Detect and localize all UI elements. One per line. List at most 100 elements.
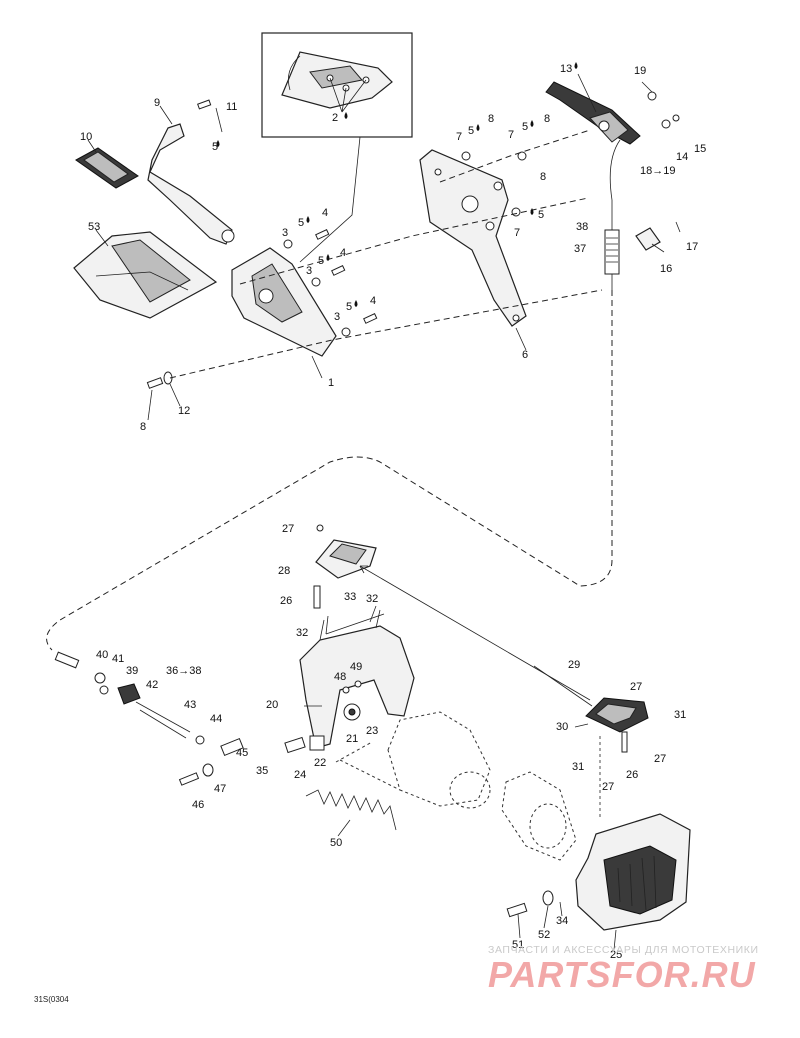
leader-lines xyxy=(87,73,681,951)
callout-1: 1 xyxy=(328,377,334,389)
callout-32: 32 xyxy=(366,593,378,605)
callout-8: 8 xyxy=(540,171,546,183)
lower-right-assembly xyxy=(501,697,691,931)
callout-19: 19 xyxy=(634,65,646,77)
callout-15: 15 xyxy=(694,143,706,155)
alignment-line-upper-3 xyxy=(439,129,591,183)
callout-7: 7 xyxy=(514,227,520,239)
callout-12: 12 xyxy=(178,405,190,417)
lower-left-assembly xyxy=(54,651,244,786)
callout-26: 26 xyxy=(626,769,638,781)
callout-35: 35 xyxy=(256,765,268,777)
callout-3: 3 xyxy=(282,227,288,239)
drop-icon xyxy=(216,140,220,147)
callout-25: 25 xyxy=(610,949,622,961)
callout-52: 52 xyxy=(538,929,550,941)
callout-24: 24 xyxy=(294,769,306,781)
upper-left-assembly xyxy=(73,99,378,389)
callout-27: 27 xyxy=(630,681,642,693)
callout-20: 20 xyxy=(266,699,278,711)
callout-5: 5 xyxy=(298,217,304,229)
callout-5: 5 xyxy=(212,141,218,153)
callout-5: 5 xyxy=(538,209,544,221)
callout-51: 51 xyxy=(512,939,524,951)
callout-29: 29 xyxy=(568,659,580,671)
callout-47: 47 xyxy=(214,783,226,795)
callout-38: 38 xyxy=(576,221,588,233)
callout-13: 13 xyxy=(560,63,572,75)
callout-18: 18→19 xyxy=(640,165,675,177)
drop-icon xyxy=(476,124,480,131)
drawing-code: 31S(0304 xyxy=(34,995,69,1004)
callout-8: 8 xyxy=(544,113,550,125)
callout-49: 49 xyxy=(350,661,362,673)
callout-34: 34 xyxy=(556,915,568,927)
callout-48: 48 xyxy=(334,671,346,683)
drop-icon xyxy=(306,216,310,223)
callout-9: 9 xyxy=(154,97,160,109)
callout-40: 40 xyxy=(96,649,108,661)
callout-27: 27 xyxy=(654,753,666,765)
watermark-logo: PARTSFOR.RU xyxy=(488,954,756,995)
callout-5: 5 xyxy=(346,301,352,313)
arrow-to-bracket xyxy=(359,565,591,701)
callout-16: 16 xyxy=(660,263,672,275)
drop-icon xyxy=(530,208,534,215)
callout-3: 3 xyxy=(306,265,312,277)
callout-37: 37 xyxy=(574,243,586,255)
alignment-line-upper-2 xyxy=(169,289,603,379)
callout-6: 6 xyxy=(522,349,528,361)
callout-42: 42 xyxy=(146,679,158,691)
callout-10: 10 xyxy=(80,131,92,143)
callout-30: 30 xyxy=(556,721,568,733)
callout-5: 5 xyxy=(318,255,324,267)
callout-4: 4 xyxy=(370,295,376,307)
drop-icon xyxy=(574,62,578,69)
callout-11: 11 xyxy=(226,101,237,113)
callout-3: 3 xyxy=(334,311,340,323)
callout-23: 23 xyxy=(366,725,378,737)
drop-icon xyxy=(326,254,330,261)
callout-5: 5 xyxy=(522,121,528,133)
callout-44: 44 xyxy=(210,713,222,725)
lower-middle-assembly xyxy=(284,524,491,831)
callout-27: 27 xyxy=(602,781,614,793)
callout-8: 8 xyxy=(488,113,494,125)
callout-39: 39 xyxy=(126,665,138,677)
callout-31: 31 xyxy=(674,709,686,721)
drop-symbols xyxy=(216,62,578,307)
callout-28: 28 xyxy=(278,565,290,577)
drop-icon xyxy=(530,120,534,127)
callout-26: 26 xyxy=(280,595,292,607)
callout-8: 8 xyxy=(140,421,146,433)
callout-53: 53 xyxy=(88,221,100,233)
drop-icon xyxy=(344,112,348,119)
cable-route-dashed xyxy=(46,290,613,651)
callout-31: 31 xyxy=(572,761,584,773)
callout-5: 5 xyxy=(468,125,474,137)
callout-7: 7 xyxy=(508,129,514,141)
callout-22: 22 xyxy=(314,757,326,769)
callout-36-38: 36→38 xyxy=(166,665,201,677)
callout-32: 32 xyxy=(296,627,308,639)
inset-detail xyxy=(261,32,413,138)
callout-4: 4 xyxy=(340,247,346,259)
callout-labels: 1 2 3 3 3 4 4 4 5 5 5 5 5 5 5 6 7 7 7 8 … xyxy=(80,63,706,961)
callout-46: 46 xyxy=(192,799,204,811)
drop-icon xyxy=(354,300,358,307)
callout-45: 45 xyxy=(236,747,248,759)
callout-43: 43 xyxy=(184,699,196,711)
callout-21: 21 xyxy=(346,733,358,745)
callout-33: 33 xyxy=(344,591,356,603)
callout-50: 50 xyxy=(330,837,342,849)
callout-27: 27 xyxy=(282,523,294,535)
upper-right-assembly xyxy=(419,81,680,327)
callout-14: 14 xyxy=(676,151,688,163)
inset-leader xyxy=(299,136,361,263)
watermark-caption: ЗАПЧАСТИ И АКСЕССУАРЫ ДЛЯ МОТОТЕХНИКИ xyxy=(488,944,759,956)
callout-17: 17 xyxy=(686,241,698,253)
callout-7: 7 xyxy=(456,131,462,143)
callout-41: 41 xyxy=(112,653,124,665)
callout-2: 2 xyxy=(332,112,338,124)
